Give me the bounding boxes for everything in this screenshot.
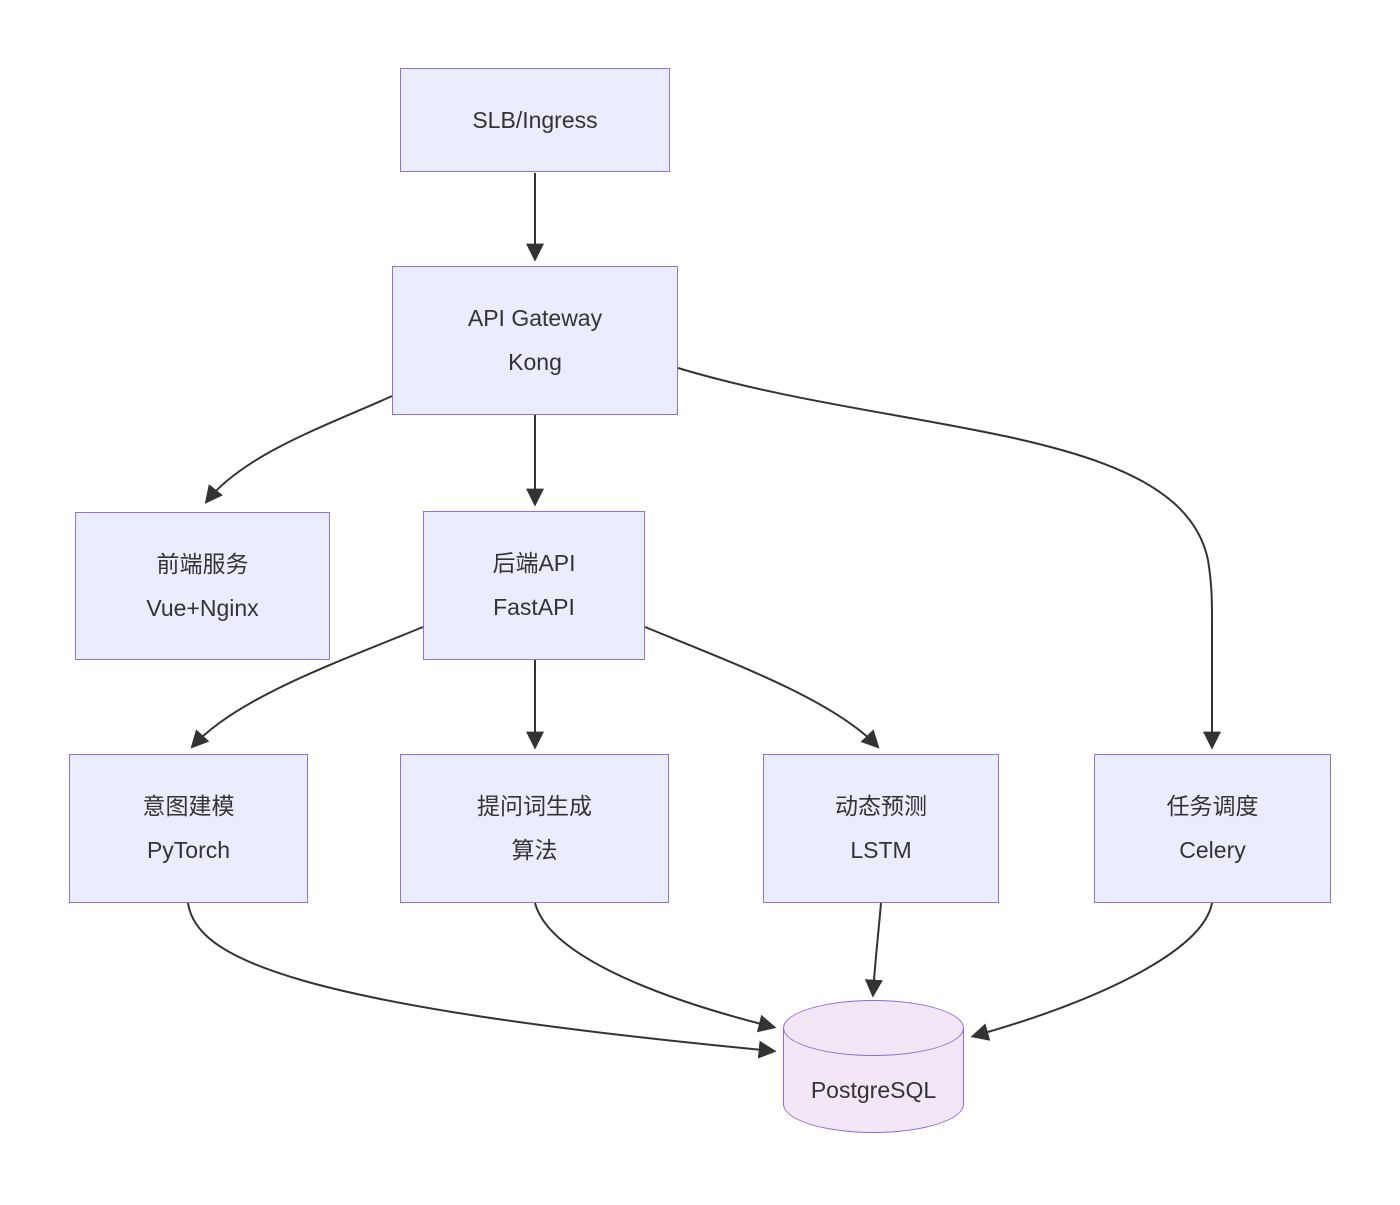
edge-predict-to-database [864, 902, 883, 998]
edge-backend-to-intent [190, 626, 424, 749]
node-label: API Gateway [467, 305, 603, 331]
node-intent-modeling-pytorch: 意图建模 PyTorch [69, 754, 308, 903]
node-label: 前端服务 [156, 550, 249, 577]
node-sublabel: 算法 [511, 837, 558, 863]
node-label: PostgreSQL [810, 1076, 937, 1103]
node-slb-ingress: SLB/Ingress [400, 68, 670, 172]
edge-scheduler-to-database [970, 902, 1213, 1041]
node-frontend-vue-nginx: 前端服务 Vue+Nginx [75, 512, 330, 660]
node-label: 动态预测 [835, 793, 927, 819]
node-api-gateway-kong: API Gateway Kong [392, 266, 678, 415]
database-cylinder-top [783, 1000, 964, 1056]
edge-gateway-to-frontend [204, 395, 393, 504]
node-sublabel: LSTM [850, 837, 912, 863]
node-sublabel: Celery [1179, 837, 1246, 863]
node-label: 意图建模 [142, 793, 235, 819]
node-label: 后端API [492, 550, 576, 576]
node-label: SLB/Ingress [472, 106, 598, 133]
node-sublabel: PyTorch [146, 837, 231, 863]
node-label: 提问词生成 [477, 793, 592, 819]
node-sublabel: FastAPI [493, 594, 575, 620]
node-label: 任务调度 [1166, 793, 1259, 819]
node-sublabel: Kong [508, 349, 562, 375]
edge-gateway-to-scheduler [677, 367, 1221, 750]
node-prompt-generation-algorithm: 提问词生成 算法 [400, 754, 669, 903]
node-postgresql-database: PostgreSQL [783, 1000, 964, 1133]
node-dynamic-prediction-lstm: 动态预测 LSTM [763, 754, 999, 903]
edge-intent-to-database [187, 902, 777, 1059]
node-task-scheduler-celery: 任务调度 Celery [1094, 754, 1331, 903]
node-sublabel: Vue+Nginx [146, 594, 259, 621]
edge-backend-to-predict [644, 626, 880, 749]
node-backend-fastapi: 后端API FastAPI [423, 511, 645, 660]
edge-prompt-to-database [534, 902, 777, 1033]
